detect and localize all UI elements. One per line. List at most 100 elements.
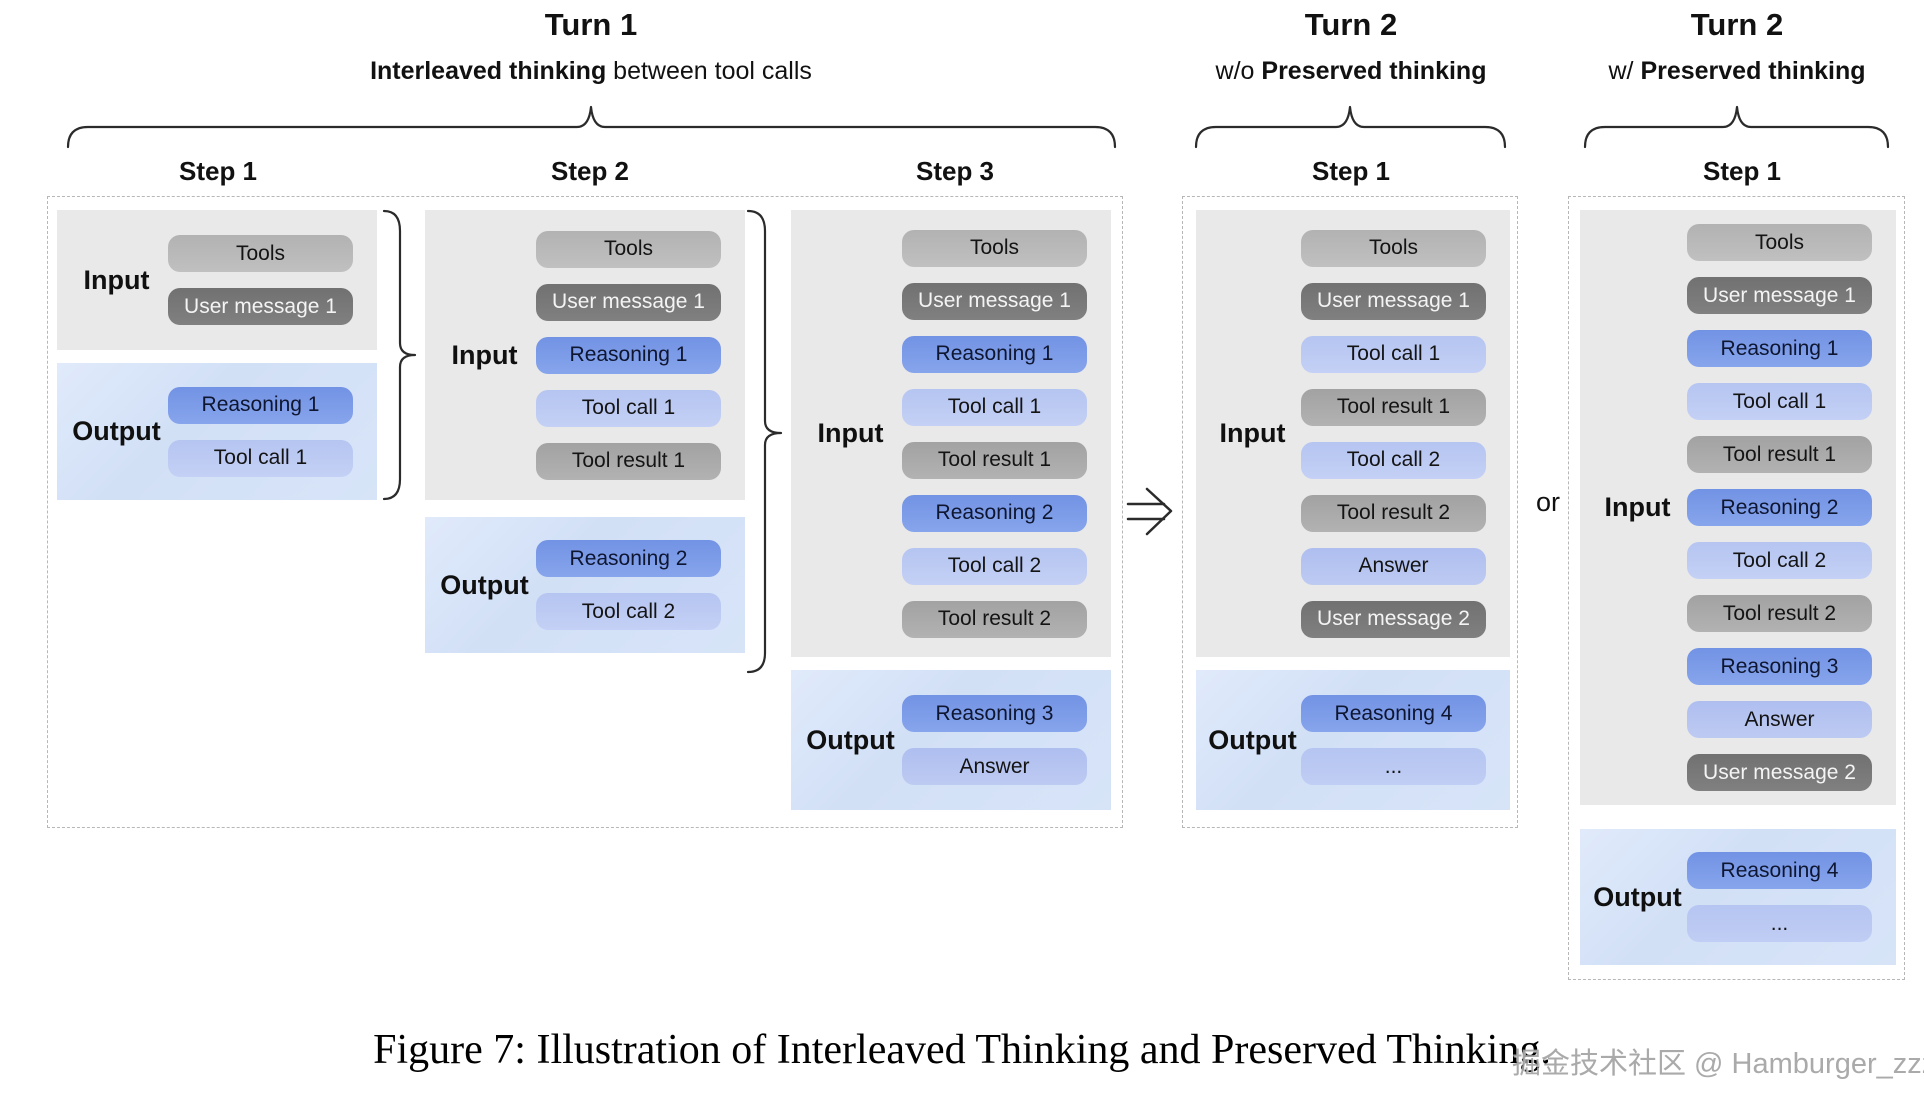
pill-tool-call: Tool call 2 xyxy=(1687,542,1872,579)
output-label: Output xyxy=(72,416,161,446)
pill-tool-call: Tool call 1 xyxy=(536,389,721,427)
pill-user-message: User message 1 xyxy=(536,283,721,321)
input-label: Input xyxy=(451,339,518,370)
pill-tool-call: Tool call 2 xyxy=(1301,441,1486,479)
pill-reasoning: Reasoning 1 xyxy=(902,335,1087,373)
pill-ellipsis: ... xyxy=(1301,748,1486,785)
turn2-with-subtitle: w/ Preserved thinking xyxy=(1564,57,1910,86)
turn2-with-subtitle-bold: Preserved thinking xyxy=(1640,57,1866,86)
pill-user-message: User message 1 xyxy=(168,288,353,325)
pill-reasoning: Reasoning 1 xyxy=(536,336,721,374)
turn2-with-header: Turn 2 w/ Preserved thinking xyxy=(1564,7,1910,86)
output-label: Output xyxy=(1593,881,1682,912)
step-header-turn2-with-step1: Step 1 xyxy=(1702,156,1782,186)
pill-stack: Reasoning 4... xyxy=(1687,852,1872,942)
pill-tool-call: Tool call 1 xyxy=(1687,383,1872,420)
turn2-with-top-brace xyxy=(1583,105,1890,149)
output-panel-turn2-without: Output Reasoning 4... xyxy=(1196,670,1510,810)
turn1-title: Turn 1 xyxy=(544,7,638,42)
turn2-without-subtitle-prefix: w/o xyxy=(1215,57,1262,86)
pill-user-message: User message 1 xyxy=(1301,282,1486,320)
pill-tool-call: Tool call 2 xyxy=(902,547,1087,585)
pill-tools: Tools xyxy=(1687,224,1872,261)
pill-tools: Tools xyxy=(902,229,1087,267)
pill-reasoning: Reasoning 1 xyxy=(1687,330,1872,367)
pill-tool-call: Tool call 1 xyxy=(168,439,353,477)
input-label: Input xyxy=(1604,492,1671,522)
input-label: Input xyxy=(83,264,150,295)
step-header-turn1-step3: Step 3 xyxy=(915,156,995,186)
turn1-header: Turn 1 Interleaved thinking between tool… xyxy=(311,7,871,86)
pill-answer: Answer xyxy=(1301,547,1486,585)
turn2-with-subtitle-prefix: w/ xyxy=(1608,57,1641,86)
pill-reasoning: Reasoning 2 xyxy=(902,494,1087,532)
pill-stack: Reasoning 3 Answer xyxy=(902,695,1087,785)
turn2-with-title: Turn 2 xyxy=(1690,7,1784,42)
output-panel-turn2-with: Output Reasoning 4... xyxy=(1580,829,1896,965)
pill-tool-result: Tool result 1 xyxy=(902,441,1087,479)
output-panel-turn1-step3: Output Reasoning 3 Answer xyxy=(791,670,1111,810)
turn2-with-group-box xyxy=(1568,196,1905,980)
pill-reasoning: Reasoning 4 xyxy=(1301,695,1486,732)
pill-tool-call: Tool call 2 xyxy=(536,593,721,630)
pill-tool-result: Tool result 2 xyxy=(902,600,1087,638)
turn2-without-group-box xyxy=(1182,196,1518,828)
turn1-subtitle-bold: Interleaved thinking xyxy=(370,57,607,86)
pill-tool-result: Tool result 1 xyxy=(536,442,721,480)
pill-answer: Answer xyxy=(902,748,1087,785)
figure-caption: Figure 7: Illustration of Interleaved Th… xyxy=(373,1027,1551,1073)
turn2-without-subtitle: w/o Preserved thinking xyxy=(1178,57,1524,86)
turn2-without-header: Turn 2 w/o Preserved thinking xyxy=(1178,7,1524,86)
pill-tool-result: Tool result 2 xyxy=(1687,595,1872,632)
pill-tool-result: Tool result 1 xyxy=(1687,436,1872,473)
output-label: Output xyxy=(1208,724,1297,755)
pill-tool-result: Tool result 2 xyxy=(1301,494,1486,532)
turn1-subtitle-rest: between tool calls xyxy=(606,57,812,86)
or-label: or xyxy=(1535,487,1560,517)
turn1-group-box xyxy=(47,196,1123,828)
pill-reasoning: Reasoning 2 xyxy=(1687,489,1872,526)
pill-tools: Tools xyxy=(536,230,721,268)
pill-reasoning: Reasoning 3 xyxy=(902,695,1087,732)
pill-user-message: User message 1 xyxy=(902,282,1087,320)
step-header-turn1-step2: Step 2 xyxy=(550,156,630,186)
step-header-turn2-without-step1: Step 1 xyxy=(1311,156,1391,186)
pill-tool-call: Tool call 1 xyxy=(902,388,1087,426)
pill-tool-result: Tool result 1 xyxy=(1301,388,1486,426)
pill-answer: Answer xyxy=(1687,701,1872,738)
pill-user-message: User message 2 xyxy=(1687,754,1872,791)
step-header-turn1-step1: Step 1 xyxy=(178,156,258,186)
input-label: Input xyxy=(817,418,884,448)
pill-tool-call: Tool call 1 xyxy=(1301,335,1486,373)
pill-stack: Reasoning 4... xyxy=(1301,695,1486,785)
output-label: Output xyxy=(440,569,529,600)
input-label: Input xyxy=(1219,418,1286,448)
output-label: Output xyxy=(806,724,895,755)
turn2-without-title: Turn 2 xyxy=(1304,7,1398,42)
pill-user-message: User message 1 xyxy=(1687,277,1872,314)
turn2-without-subtitle-bold: Preserved thinking xyxy=(1261,57,1487,86)
turn1-subtitle: Interleaved thinking between tool calls xyxy=(311,57,871,86)
pill-reasoning: Reasoning 3 xyxy=(1687,648,1872,685)
pill-tools: Tools xyxy=(168,235,353,272)
turn2-without-top-brace xyxy=(1194,105,1507,149)
pill-ellipsis: ... xyxy=(1687,905,1872,942)
turn1-top-brace xyxy=(66,105,1117,149)
pill-user-message: User message 2 xyxy=(1301,600,1486,638)
watermark: 掘金技术社区 @ Hamburger_zzz xyxy=(1512,1048,1924,1080)
